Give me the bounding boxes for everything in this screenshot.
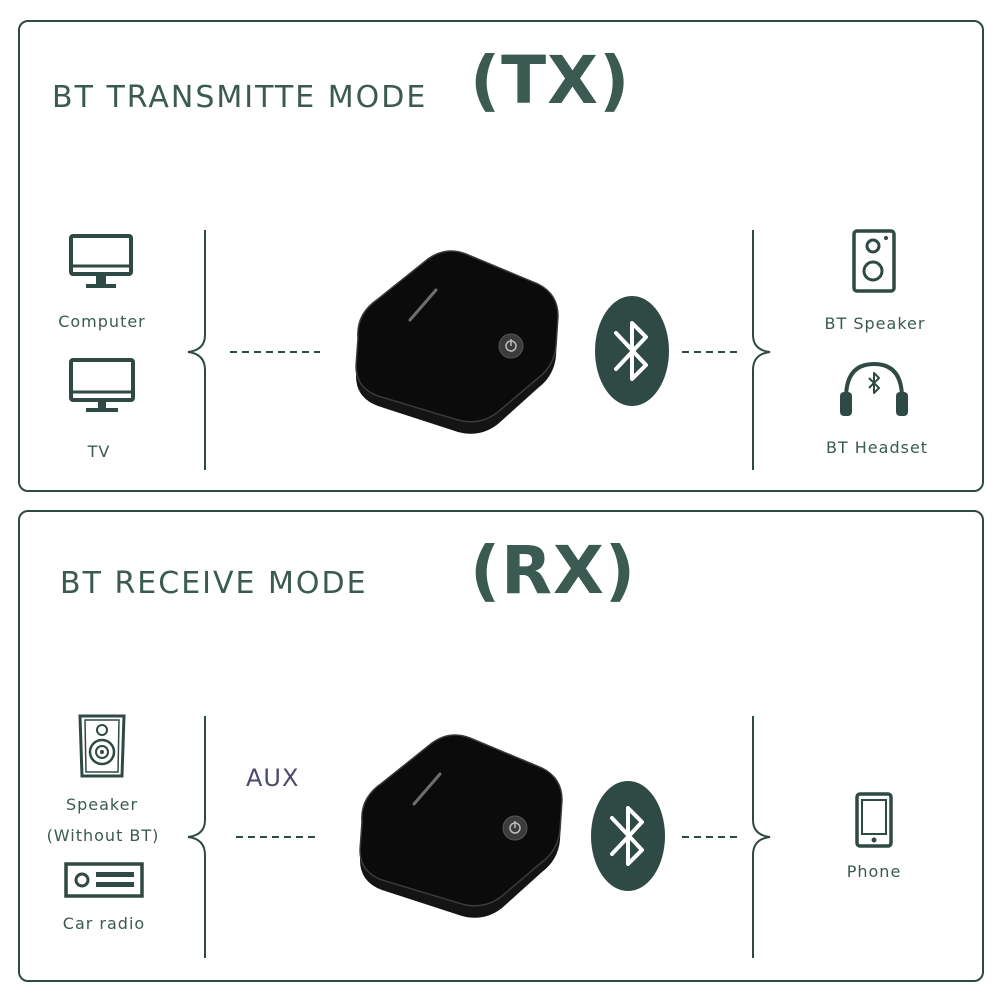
output-bt-headset-label: BT Headset xyxy=(825,438,929,457)
stereo-speaker-icon xyxy=(78,714,126,778)
rx-mode-code: (RX) xyxy=(470,532,637,609)
source-car-radio-label: Car radio xyxy=(62,914,146,933)
bt-headset-icon xyxy=(840,361,908,416)
tx-mode-title: BT TRANSMITTE MODE xyxy=(52,80,428,115)
source-speaker-note-label: (Without BT) xyxy=(46,826,160,845)
rx-adapter-device xyxy=(359,734,563,918)
source-computer-label: Computer xyxy=(58,312,146,331)
output-bt-speaker-label: BT Speaker xyxy=(824,314,926,333)
tx-adapter-device xyxy=(355,250,559,434)
tx-bluetooth-icon xyxy=(595,296,669,406)
car-radio-icon xyxy=(64,862,144,898)
bt-speaker-icon xyxy=(852,229,896,293)
source-tv-label: TV xyxy=(87,442,111,461)
rx-bluetooth-icon xyxy=(591,781,665,891)
tx-mode-code: (TX) xyxy=(470,42,631,119)
phone-icon xyxy=(855,792,893,848)
aux-connector-label: AUX xyxy=(246,764,300,792)
output-phone-label: Phone xyxy=(846,862,902,881)
tv-icon xyxy=(69,358,135,412)
computer-icon xyxy=(69,234,133,288)
rx-mode-title: BT RECEIVE MODE xyxy=(60,566,368,601)
source-speaker-label: Speaker xyxy=(65,795,139,814)
